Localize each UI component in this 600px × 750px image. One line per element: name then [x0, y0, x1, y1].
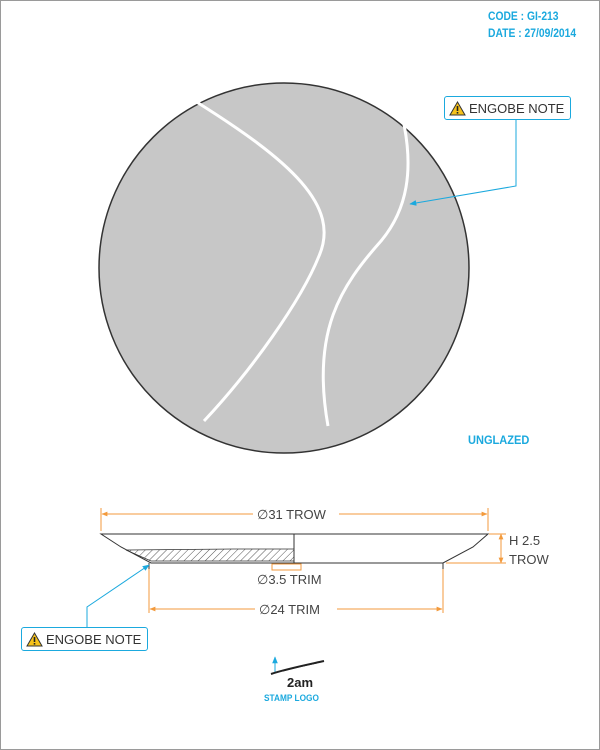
- engobe-line-right: [321, 110, 410, 427]
- engobe-line-left: [194, 99, 326, 423]
- dim-trim-base: ∅24 TRIM: [259, 602, 320, 617]
- dim-diameter-top: ∅31 TROW: [257, 507, 327, 522]
- plate-profile: [99, 533, 490, 569]
- engobe-note-top: ENGOBE NOTE: [444, 96, 572, 120]
- dim-trim-small: ∅3.5 TRIM: [257, 572, 322, 587]
- warning-triangle-icon: [26, 631, 43, 646]
- engobe-note-bottom: ENGOBE NOTE: [21, 627, 149, 651]
- drawing-date: DATE : 27/09/2014: [488, 26, 577, 40]
- dim-trim-small-box: [271, 563, 302, 571]
- warning-triangle-icon: [449, 100, 466, 115]
- engobe-note-bottom-label: ENGOBE NOTE: [46, 631, 142, 647]
- profile-right-half: [294, 533, 490, 564]
- profile-hatch: [125, 548, 295, 562]
- plate-top-view: [98, 82, 470, 454]
- plate-circle: [98, 82, 470, 454]
- stamp-caption: STAMP LOGO: [264, 693, 319, 703]
- unglazed-label: UNGLAZED: [468, 433, 530, 447]
- engobe-note-top-label: ENGOBE NOTE: [469, 100, 565, 116]
- note-top-leader: [409, 119, 517, 206]
- note-bottom-leader: [86, 564, 150, 627]
- code-date-block: CODE : GI-213 DATE : 27/09/2014: [488, 8, 591, 42]
- dim-height-unit: TROW: [509, 552, 549, 567]
- dim-height-value: H 2.5: [509, 533, 540, 548]
- product-code: CODE : GI-213: [488, 9, 559, 23]
- stamp-logo: [270, 656, 325, 675]
- stamp-word: 2am: [287, 675, 314, 690]
- stamp-swoosh-inner: [282, 662, 318, 672]
